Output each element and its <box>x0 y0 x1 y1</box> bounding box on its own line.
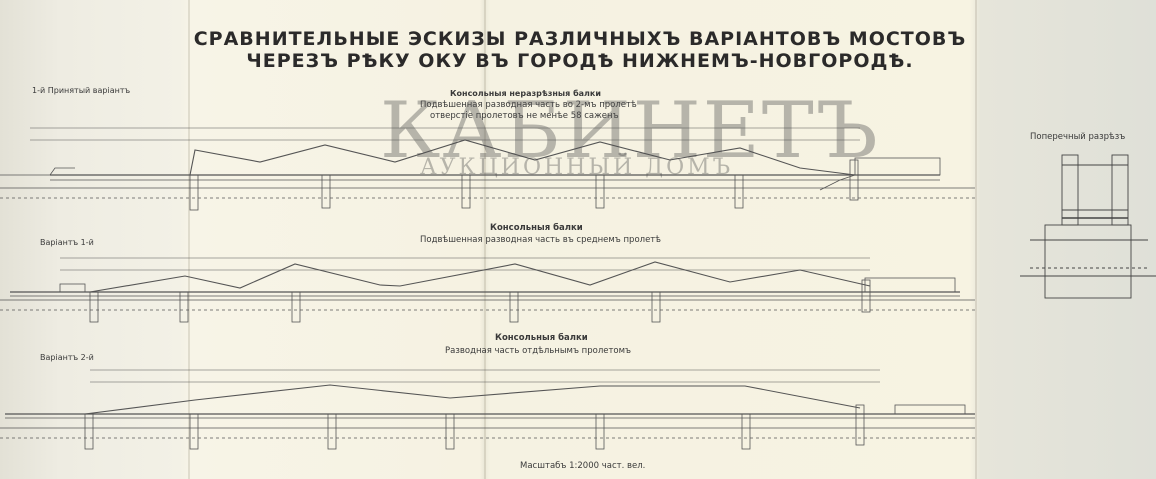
variant-label: Варіантъ 1-й <box>40 238 94 247</box>
variant-heading: Консольныя балки <box>490 223 583 233</box>
variant-label: Варіантъ 2-й <box>40 353 94 362</box>
title-line-1: СРАВНИТЕЛЬНЫЕ ЭСКИЗЫ РАЗЛИЧНЫХЪ ВАРІАНТО… <box>193 28 967 50</box>
fold-line <box>484 0 486 479</box>
variant-3-drawing <box>0 369 975 450</box>
variant-1-drawing <box>0 127 975 211</box>
cross-section-label: Поперечный разрѣзъ <box>1030 132 1126 142</box>
title-line-2: ЧЕРЕЗЪ РѢКУ ОКУ ВЪ ГОРОДѢ НИЖНЕМЪ-НОВГОР… <box>246 50 914 72</box>
variant-2-drawing <box>0 257 975 323</box>
variant-subtitle: отверстіе пролетовъ не менѣе 58 саженъ <box>430 111 619 121</box>
watermark: КАБИНЕТЪ <box>380 86 880 176</box>
variant-subtitle: Подвѣшенная разводная часть въ среднемъ … <box>420 235 661 245</box>
scale-note: Масштабъ 1:2000 част. вел. <box>520 461 646 471</box>
variant-label: 1-й Принятый варіантъ <box>32 86 131 95</box>
variant-subtitle: Разводная часть отдѣльнымъ пролетомъ <box>445 346 632 356</box>
variant-heading: Консольныя балки <box>495 333 588 343</box>
fold-line <box>975 0 977 479</box>
variant-subtitle: Подвѣшенная разводная часть во 2-мъ прол… <box>420 100 637 110</box>
fold-line <box>188 0 190 479</box>
variant-heading: Консольныя неразрѣзныя балки <box>450 89 601 98</box>
cross-section-drawing <box>1020 154 1156 299</box>
watermark-sub: АУКЦИОННЫЙ ДОМЪ <box>420 155 734 180</box>
